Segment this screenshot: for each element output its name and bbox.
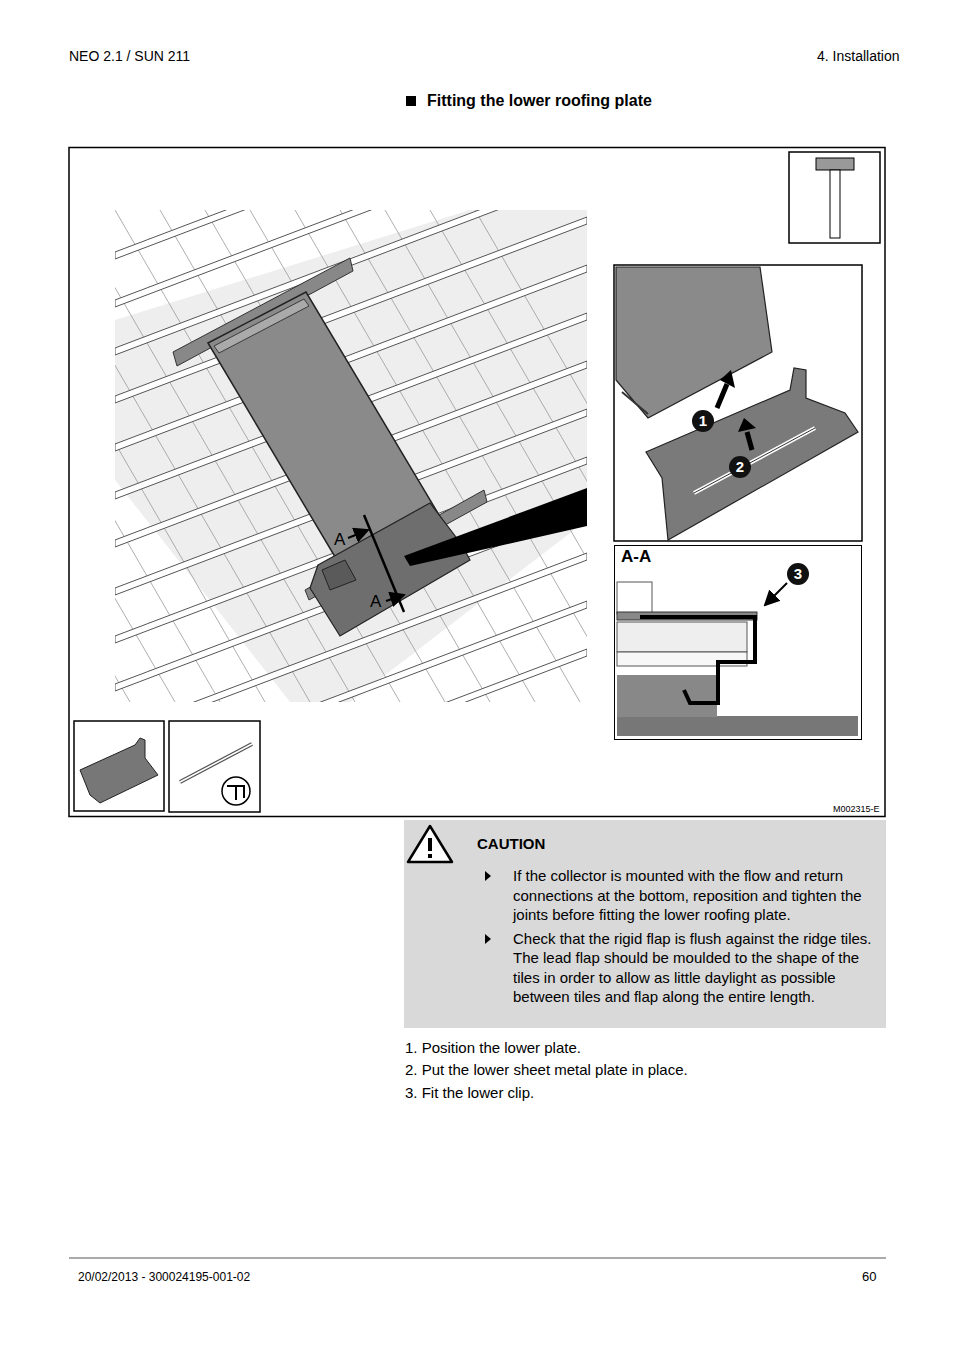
caution-heading: CAUTION bbox=[477, 834, 886, 853]
caution-item: Check that the rigid flap is flush again… bbox=[513, 929, 883, 1007]
header-text: NEO 2.1 / SUN 211 bbox=[69, 48, 190, 65]
page-title: Fitting the lower roofing plate bbox=[427, 91, 652, 110]
detail-panel bbox=[614, 265, 862, 541]
roof bbox=[115, 210, 587, 702]
callout-text: 2 bbox=[729, 456, 751, 478]
bullet-marker bbox=[485, 871, 491, 881]
part-box bbox=[169, 721, 260, 812]
callout-number: 1 bbox=[692, 410, 714, 432]
section-letter: A bbox=[334, 530, 345, 550]
title-bullet bbox=[406, 96, 416, 106]
footer-rule bbox=[69, 1257, 886, 1259]
section-panel: A-A 3 bbox=[614, 545, 862, 740]
part-box bbox=[74, 721, 164, 811]
figure-frame bbox=[69, 148, 885, 817]
section-heading: A-A bbox=[621, 547, 651, 567]
bullet-marker bbox=[485, 934, 491, 944]
header-text: 4. Installation bbox=[817, 48, 900, 65]
step-text: 3. Fit the lower clip. bbox=[405, 1084, 534, 1102]
step-text: 2. Put the lower sheet metal plate in pl… bbox=[405, 1061, 688, 1079]
callout-number: 2 bbox=[729, 456, 751, 478]
caution-band bbox=[404, 820, 886, 1028]
caution-item: If the collector is mounted with the flo… bbox=[513, 866, 883, 925]
page-number: 60 bbox=[862, 1269, 876, 1285]
callout-text: 3 bbox=[787, 563, 809, 585]
figure-code: M002315-E bbox=[833, 804, 880, 815]
step-text: 1. Position the lower plate. bbox=[405, 1039, 581, 1057]
tool-box bbox=[789, 152, 880, 243]
caution-box: CAUTION If the collector is mounted with … bbox=[404, 820, 886, 1028]
callout-number: 3 bbox=[787, 563, 809, 585]
section-letter: A bbox=[370, 592, 381, 612]
callout-text: 1 bbox=[692, 410, 714, 432]
footer-text: 20/02/2013 - 300024195-001-02 bbox=[78, 1270, 250, 1284]
